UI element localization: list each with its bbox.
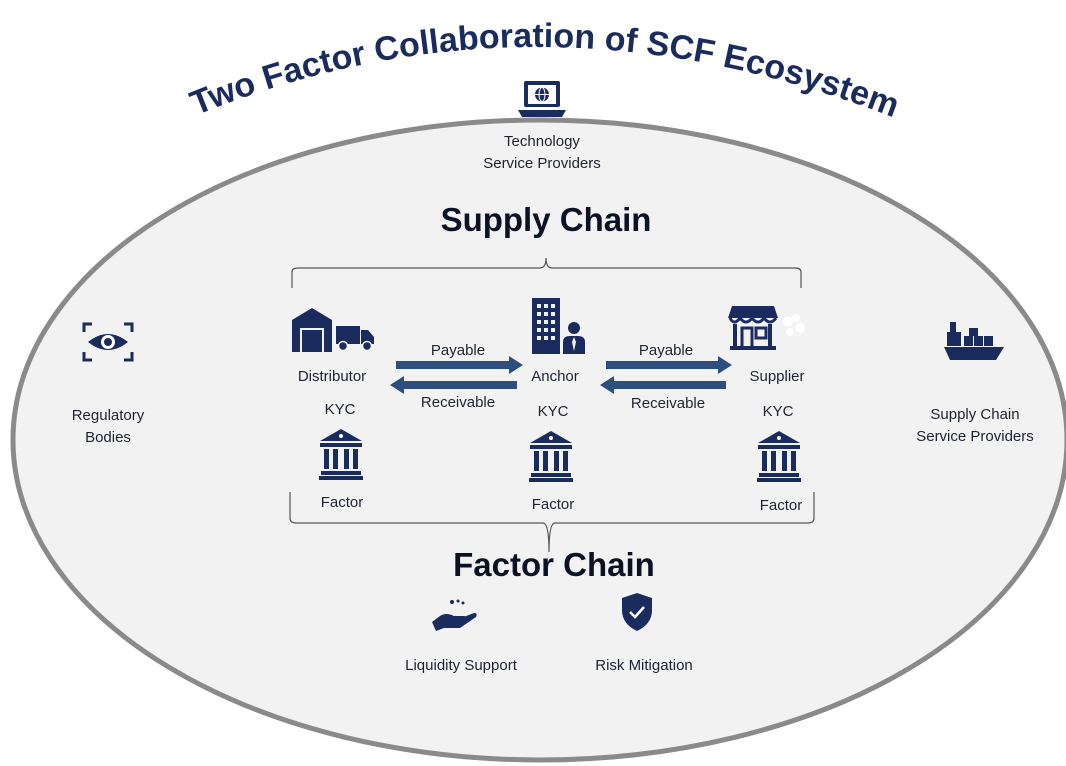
supplier-label: Supplier: [749, 368, 805, 385]
right-receivable-label: Receivable: [630, 395, 706, 412]
left-receivable-label: Receivable: [420, 394, 496, 411]
scsp-label-line1: Supply Chain: [930, 406, 1020, 423]
supplier-factor: Factor: [759, 497, 803, 514]
factor-chain-heading: Factor Chain: [453, 546, 655, 583]
factor-chain-bracket: [289, 492, 815, 553]
risk-mitigation-label: Risk Mitigation: [595, 657, 693, 674]
supply-chain-bracket: [291, 257, 802, 288]
distributor-kyc: KYC: [324, 401, 356, 418]
regulatory-label-line1: Regulatory: [71, 407, 145, 424]
distributor-label: Distributor: [297, 368, 367, 385]
distributor-bank-icon: [319, 429, 363, 480]
liquidity-support-label: Liquidity Support: [405, 657, 517, 674]
supplier-kyc: KYC: [762, 403, 794, 420]
cargo-ship-icon: [944, 322, 1004, 360]
flow-arrows-left: [390, 356, 523, 394]
shield-check-icon: [622, 593, 652, 631]
anchor-factor: Factor: [531, 496, 575, 513]
storefront-icon: [728, 306, 805, 350]
supplier-bank-icon: [757, 431, 801, 482]
anchor-label: Anchor: [531, 368, 579, 385]
regulatory-label-line2: Bodies: [85, 429, 131, 446]
supply-chain-heading: Supply Chain: [440, 201, 652, 238]
distributor-factor: Factor: [320, 494, 364, 511]
laptop-globe-icon: [518, 81, 566, 117]
office-building-icon: [532, 298, 585, 354]
technology-label-line2: Service Providers: [483, 155, 601, 172]
anchor-kyc: KYC: [537, 403, 569, 420]
left-payable-label: Payable: [430, 342, 486, 359]
warehouse-truck-icon: [292, 308, 374, 352]
hand-coins-icon: [432, 599, 477, 631]
technology-label-line1: Technology: [504, 133, 580, 150]
right-payable-label: Payable: [638, 342, 694, 359]
anchor-bank-icon: [529, 431, 573, 482]
scsp-label-line2: Service Providers: [916, 428, 1034, 445]
eye-scan-icon: [82, 322, 134, 362]
flow-arrows-right: [600, 356, 732, 394]
